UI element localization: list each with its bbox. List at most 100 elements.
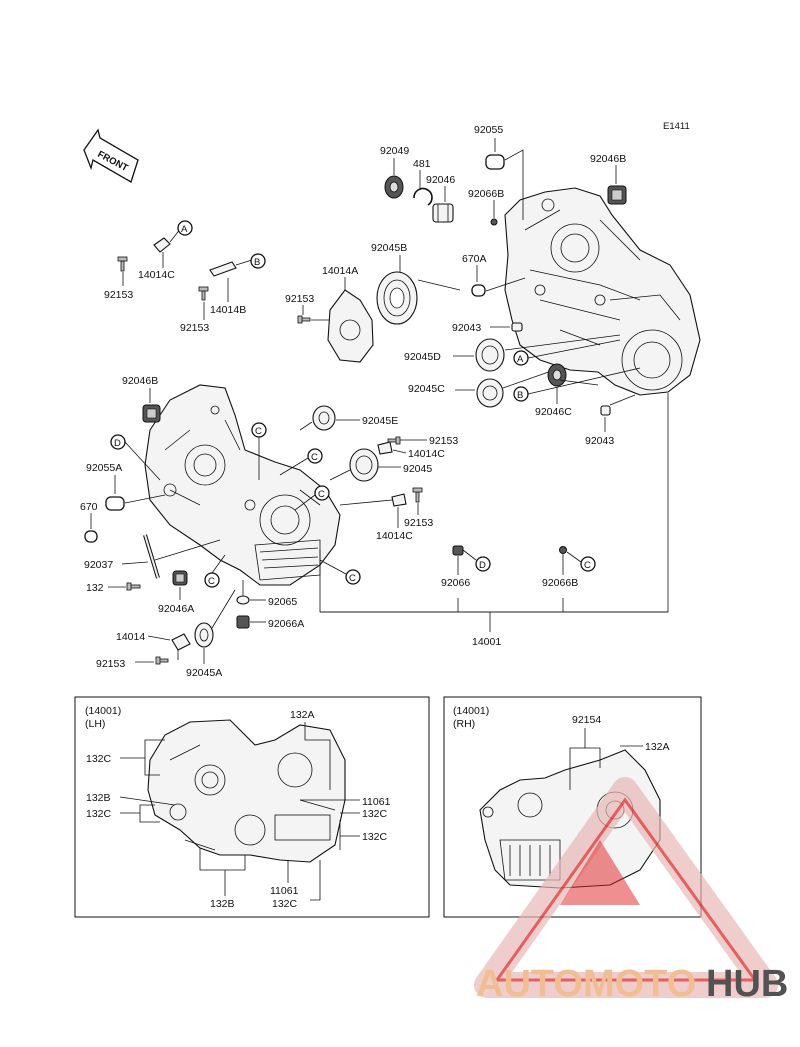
label-92153-b: 92153 (180, 322, 209, 334)
bearing-92045e (312, 405, 336, 431)
label-14014b: 14014B (210, 304, 246, 316)
seal-92049 (384, 175, 404, 199)
rh-92154: 92154 (572, 714, 601, 726)
lh-132c-1: 132C (86, 753, 112, 765)
bearing-92046 (432, 203, 454, 223)
callout-c-2: C (307, 448, 323, 464)
label-92045a: 92045A (186, 667, 222, 679)
bearing-92046a (172, 570, 188, 586)
callout-b-right: B (513, 386, 529, 402)
lh-132a: 132A (290, 709, 315, 721)
bearing-92045 (349, 448, 379, 482)
bolt-92153-mid (387, 436, 401, 445)
seal-92046c (547, 363, 567, 387)
bearing-92045d (475, 338, 505, 372)
lh-11061-2: 11061 (270, 885, 299, 897)
callout-d-left: D (110, 434, 126, 450)
label-92066: 92066 (441, 577, 470, 589)
crankcase-left-half (144, 384, 341, 586)
plug-92066b-top (490, 218, 498, 226)
callout-a-right: A (513, 350, 529, 366)
label-92046b-top: 92046B (590, 153, 626, 165)
oring-92055a (105, 496, 125, 511)
plug-92066b-low (559, 546, 567, 554)
rh-title-2: (RH) (453, 718, 475, 730)
svg-text:C: C (208, 576, 215, 587)
oring-670 (84, 530, 98, 543)
label-92066b-low: 92066B (542, 577, 578, 589)
plug-92066a (236, 615, 250, 629)
oring-92055 (485, 154, 505, 170)
label-92045: 92045 (403, 463, 432, 475)
callout-a-left: A (177, 220, 193, 236)
seal-92045a (194, 622, 214, 648)
label-92153-top: 92153 (285, 293, 314, 305)
label-92046a: 92046A (158, 603, 194, 615)
bearing-92046b-left (142, 404, 161, 423)
svg-text:D: D (479, 560, 486, 571)
label-14014c-mid2: 14014C (376, 530, 413, 542)
bolt-92153-top (297, 315, 311, 324)
label-14014c-top: 14014C (138, 269, 175, 281)
label-92045c: 92045C (408, 383, 445, 395)
svg-text:C: C (584, 560, 591, 571)
plate-14014b (209, 261, 237, 277)
label-92153-mid: 92153 (429, 435, 458, 447)
dowel-92043-top (511, 322, 523, 332)
svg-text:D: D (114, 438, 121, 449)
callout-c-5: C (204, 572, 220, 588)
label-92065: 92065 (268, 596, 297, 608)
cover-14014a (327, 289, 374, 363)
callout-c-1: C (251, 422, 267, 438)
washer-92065 (236, 595, 250, 605)
bearing-92045b (376, 271, 418, 325)
svg-text:C: C (318, 489, 325, 500)
lh-title-1: (14001) (85, 705, 121, 717)
label-132: 132 (86, 582, 104, 594)
plate-14014c-mid (377, 441, 393, 455)
callout-c-3: C (314, 485, 330, 501)
label-92055a: 92055A (86, 462, 122, 474)
svg-text:B: B (517, 390, 523, 401)
label-670a: 670A (462, 253, 487, 265)
callout-d-right: D (475, 556, 491, 572)
label-14014: 14014 (116, 631, 145, 643)
bolt-92153-low (155, 656, 169, 665)
label-14014a: 14014A (322, 265, 358, 277)
svg-text:C: C (311, 452, 318, 463)
label-92045b: 92045B (371, 242, 407, 254)
label-92037: 92037 (84, 559, 113, 571)
lh-detail-box: (14001) (LH) 132A 132C 132B 132C 11061 1… (74, 696, 430, 918)
lh-132c-2: 132C (86, 808, 112, 820)
callout-b-left: B (250, 253, 266, 269)
callout-c-4: C (345, 569, 361, 585)
svg-text:C: C (349, 573, 356, 584)
label-670: 670 (80, 501, 98, 513)
bolt-132 (126, 582, 141, 591)
callout-c-6: C (580, 556, 596, 572)
bearing-92045c (476, 378, 504, 408)
bolt-92153-a (117, 256, 128, 272)
front-arrow-icon: FRONT (83, 128, 139, 183)
label-14001: 14001 (472, 636, 501, 648)
rh-title-1: (14001) (453, 705, 489, 717)
label-92046: 92046 (426, 174, 455, 186)
svg-text:A: A (517, 354, 524, 365)
plug-92066 (452, 545, 464, 556)
dowel-92043-bot (600, 405, 611, 416)
svg-text:B: B (254, 257, 260, 268)
label-92045d: 92045D (404, 351, 441, 363)
label-92055: 92055 (474, 124, 503, 136)
label-92043-top: 92043 (452, 322, 481, 334)
crankcase-right-half (504, 187, 701, 396)
diagram-code: E1411 (663, 121, 690, 132)
oring-670a (471, 284, 486, 297)
plate-14014 (171, 633, 191, 651)
lh-132c-5: 132C (272, 898, 298, 910)
label-92046c: 92046C (535, 406, 572, 418)
bearing-92046b-top (607, 185, 627, 205)
svg-text:A: A (181, 224, 188, 235)
label-14014c-mid: 14014C (408, 448, 445, 460)
lh-11061-1: 11061 (362, 796, 391, 808)
